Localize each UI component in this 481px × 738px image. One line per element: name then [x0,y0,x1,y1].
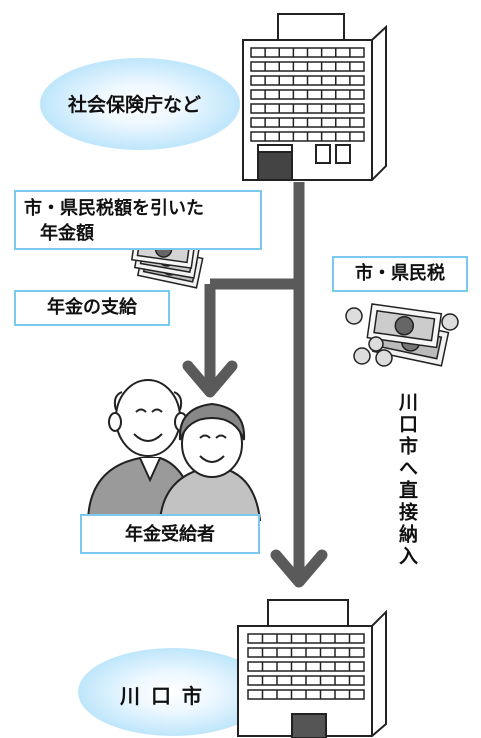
city-building-icon [237,599,387,738]
tax-label: 市・県民税 [355,263,445,284]
tax-box: 市・県民税 [332,256,468,292]
recipients-box: 年金受給者 [80,514,260,554]
top-org-cloud [40,58,240,150]
coin-icon [345,307,459,367]
pension-recipients-illustration [86,379,262,521]
pension-payment-arrow [182,278,304,398]
main-flow-arrow [270,182,328,588]
city-cloud [78,648,268,736]
top-org-label: 社会保険庁など [68,94,202,116]
payment-label: 年金の支給 [47,297,137,318]
top-building-icon [242,13,387,181]
deduction-line2: 年金額 [40,223,94,244]
payment-box: 年金の支給 [14,290,170,326]
city-label: 川 口 市 [120,684,204,708]
tax-money-icon [366,303,450,367]
deduction-line1: 市・県民税額を引いた [24,198,204,219]
direct-payment-label: 川口市へ直接納入 [396,392,418,568]
deduction-box: 市・県民税額を引いた 年金額 [14,190,262,250]
recipients-label: 年金受給者 [125,524,215,545]
